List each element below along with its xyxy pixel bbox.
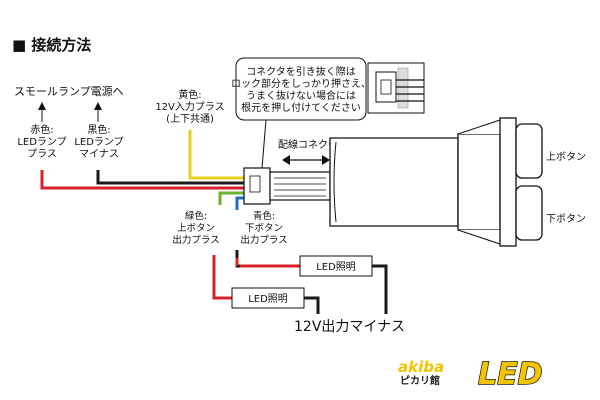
- wire-connector: [243, 167, 331, 205]
- led-light-label-2: LED照明: [248, 293, 288, 305]
- arrow-up-icon: [94, 102, 102, 122]
- green-wire: [218, 191, 244, 205]
- connector-label: 配線コネクタ: [278, 138, 338, 151]
- note-line-3: うまく抜けない場合には: [246, 89, 356, 102]
- green-wire-label-polarity: 出力プラス: [172, 234, 219, 246]
- yellow-wire-label-type: 12V入力プラス: [155, 100, 224, 113]
- note-leader-line: [261, 119, 267, 169]
- heading: ■ 接続方法: [12, 36, 91, 54]
- green-wire-label-target: 上ボタン: [177, 223, 215, 234]
- arrow-up-icon: [38, 102, 46, 122]
- upper-output-wire-top: [235, 250, 300, 268]
- led-light-label-1: LED照明: [316, 261, 356, 273]
- double-arrow-icon: [282, 155, 330, 165]
- note-line-4: 根元を押し付けてください: [241, 101, 361, 114]
- blue-wire-label-color: 青色:: [253, 210, 275, 222]
- logo-led: LED: [478, 357, 543, 392]
- small-lamp-label: スモールランプ電源へ: [14, 84, 124, 98]
- switch-body: [329, 117, 517, 247]
- lower-led-minus-wire: [304, 296, 320, 314]
- logo-sub: ピカリ館: [400, 374, 440, 387]
- black-wire-label-color: 黒色:: [87, 123, 110, 136]
- output-minus-label: 12V出力マイナス: [294, 319, 405, 335]
- connector-detail-icon: [367, 62, 425, 114]
- logo-brand: akiba: [398, 358, 444, 376]
- red-wire-label-color: 赤色:: [30, 123, 53, 136]
- note-box: [235, 57, 367, 121]
- note-line-2: ロック部分をしっかり押さえ、: [231, 77, 371, 90]
- upper-button-label: 上ボタン: [546, 151, 586, 163]
- lower-button-icon: [515, 185, 543, 241]
- lower-led-plus-wire: [212, 255, 232, 300]
- black-wire-label-polarity: マイナス: [79, 148, 119, 160]
- akiba-led-logo: akiba ピカリ館 LED: [398, 356, 543, 393]
- upper-led-minus-wire: [372, 264, 388, 314]
- black-wire-label-type: LEDランプ: [74, 136, 123, 148]
- blue-wire: [235, 196, 244, 210]
- lower-button-label: 下ボタン: [546, 213, 586, 225]
- red-wire-label-polarity: プラス: [27, 148, 57, 160]
- blue-wire-label-target: 下ボタン: [245, 223, 283, 234]
- yellow-wire: [188, 130, 244, 180]
- note-line-1: コネクタを引き抜く際は: [246, 65, 356, 78]
- green-wire-label-color: 緑色:: [185, 210, 207, 222]
- upper-button-icon: [515, 123, 543, 179]
- black-wire: [96, 170, 244, 185]
- red-wire: [40, 170, 244, 190]
- yellow-wire-label-note: (上下共通): [166, 113, 214, 125]
- blue-wire-label-polarity: 出力プラス: [240, 234, 287, 246]
- yellow-wire-label-color: 黄色:: [178, 88, 201, 101]
- red-wire-label-type: LEDランプ: [17, 136, 66, 148]
